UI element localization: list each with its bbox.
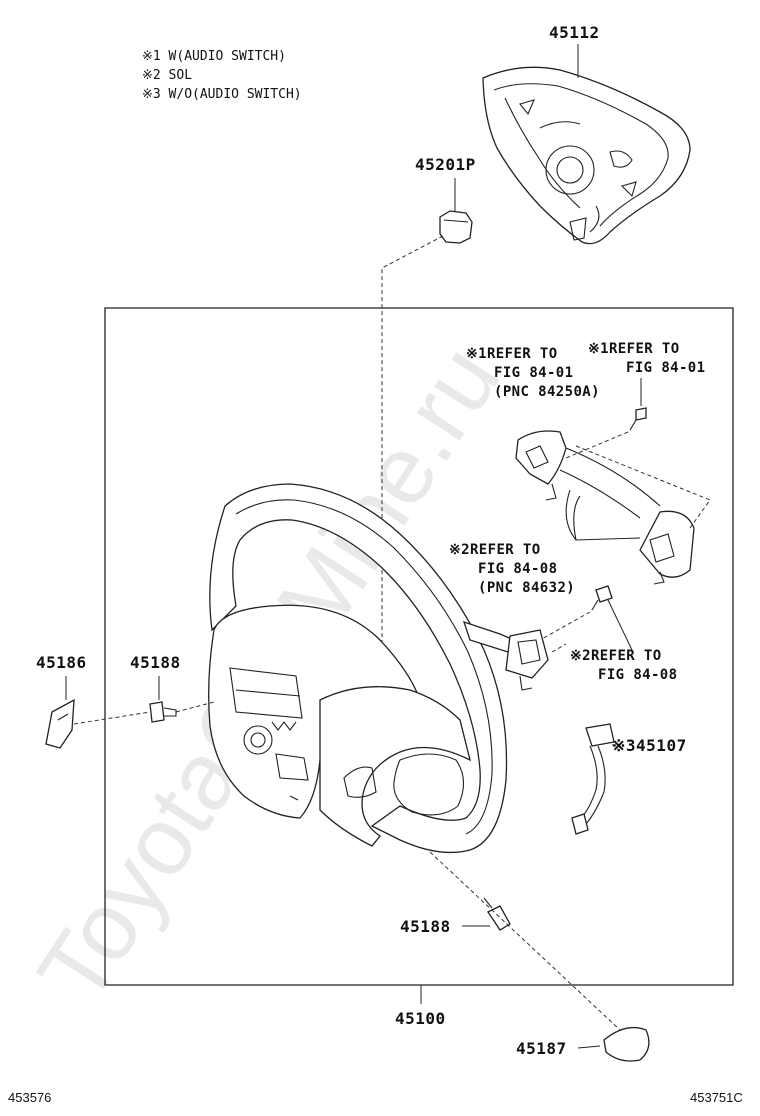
footer-right-code: 453751C	[690, 1090, 743, 1105]
leader-line	[577, 1045, 601, 1049]
reference-2-lower-line1: ※2REFER TO	[570, 648, 662, 664]
audio-switch-drawing	[515, 407, 711, 585]
reference-1-left-line3: (PNC 84250A)	[494, 384, 600, 400]
dashed-assembly-line	[429, 851, 621, 1031]
legend-item: ※3 W/O(AUDIO SWITCH)	[142, 87, 302, 102]
legend-item: ※2 SOL	[142, 68, 192, 83]
reference-2-upper-line2: FIG 84-08	[478, 561, 557, 577]
leader-line	[607, 599, 633, 651]
cruise-switch-drawing	[462, 585, 613, 691]
screw-left-drawing	[149, 701, 177, 723]
wire-harness-drawing	[571, 723, 615, 835]
reference-1-right-line1: ※1REFER TO	[588, 341, 680, 357]
assembly-frame	[104, 307, 734, 986]
reference-2-upper-line1: ※2REFER TO	[449, 542, 541, 558]
dashed-assembly-line	[73, 711, 151, 725]
reference-2-upper-line3: (PNC 84632)	[478, 580, 575, 596]
legend: ※1 W(AUDIO SWITCH) ※2 SOL ※3 W/O(AUDIO S…	[142, 49, 302, 102]
part-number-45186: 45186	[36, 653, 87, 672]
part-number-45187: 45187	[516, 1039, 567, 1058]
screw-bottom-drawing	[483, 897, 511, 931]
part-number-345107: ※345107	[612, 736, 687, 755]
cover-bottom-drawing	[603, 1026, 650, 1062]
reference-1-left-line2: FIG 84-01	[494, 365, 573, 381]
reference-2-lower-line2: FIG 84-08	[598, 667, 677, 683]
footer-left-code: 453576	[8, 1090, 51, 1105]
cover-left-drawing	[45, 698, 75, 749]
part-number-45201P: 45201P	[415, 155, 476, 174]
steering-wheel-drawing	[208, 483, 508, 854]
part-number-45100: 45100	[395, 1009, 446, 1028]
reference-1-right-line2: FIG 84-01	[626, 360, 705, 376]
reference-1-left-line1: ※1REFER TO	[466, 346, 558, 362]
part-number-45112: 45112	[549, 23, 600, 42]
legend-item: ※1 W(AUDIO SWITCH)	[142, 49, 286, 64]
horn-pad-drawing	[482, 66, 691, 245]
part-number-45188-bottom: 45188	[400, 917, 451, 936]
nut-drawing	[439, 210, 473, 244]
part-number-45188-left: 45188	[130, 653, 181, 672]
